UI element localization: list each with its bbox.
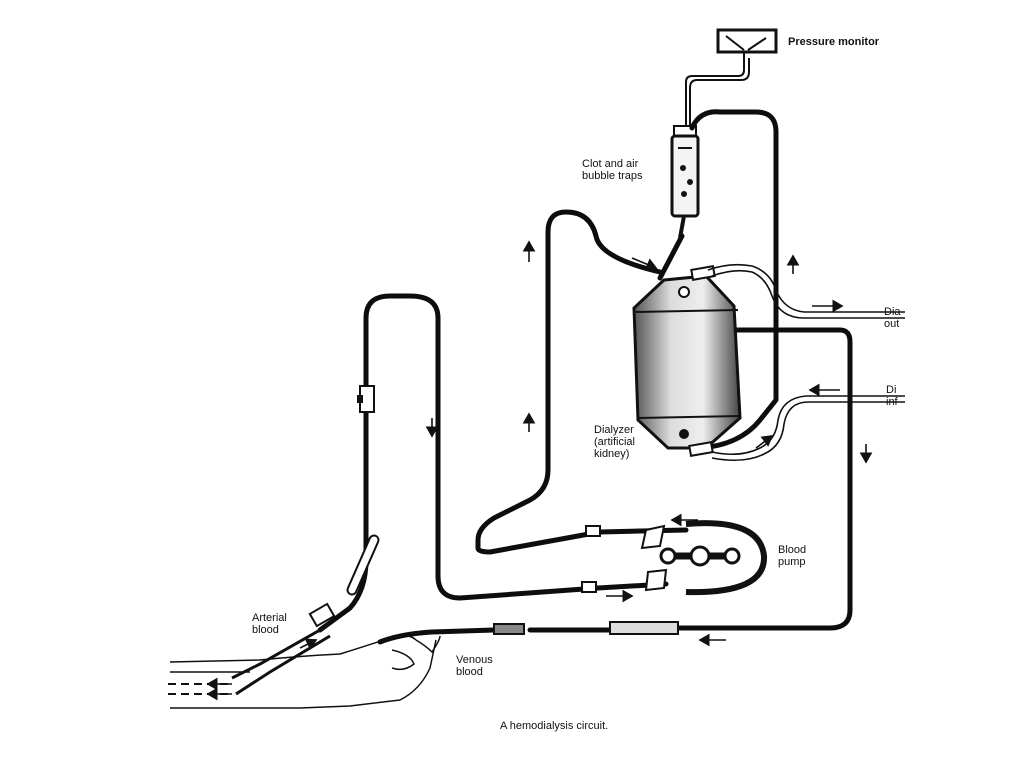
pressure-monitor-gauge (685, 28, 778, 128)
arrow-into-dialyzer (631, 257, 658, 271)
tubing (317, 109, 853, 645)
clot-air-trap (670, 125, 700, 239)
label-pressure-monitor: Pressure monitor (788, 36, 880, 48)
label-dialysate-in: Di inf (886, 384, 898, 408)
arrow-up-right-dialysate (755, 435, 774, 449)
label-dialyzer: Dialyzer (artificial kidney) (594, 424, 635, 460)
diagram-caption: A hemodialysis circuit. (500, 720, 609, 732)
blood-pump (640, 520, 768, 596)
dialysate-lines (707, 263, 905, 462)
tube-connectors (308, 385, 679, 635)
label-venous-blood: Venous blood (456, 654, 493, 678)
top-margin (0, 0, 1024, 28)
arrow-arterial (299, 638, 318, 651)
flow-arrows (206, 240, 873, 701)
label-arterial-blood: Arterial blood (252, 612, 287, 636)
label-clot-traps: Clot and air bubble traps (582, 158, 643, 182)
left-margin (0, 0, 166, 768)
label-blood-pump: Blood pump (778, 544, 807, 568)
dialyzer (632, 265, 742, 457)
label-dialysate-out: Dia out (884, 306, 901, 330)
